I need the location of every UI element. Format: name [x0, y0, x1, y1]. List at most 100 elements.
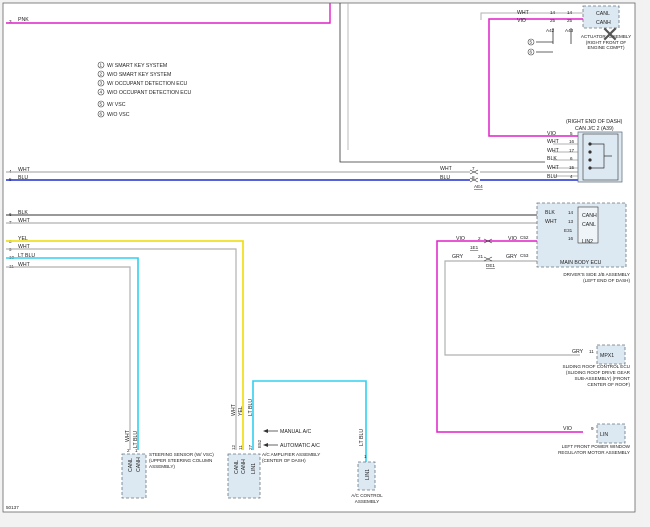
svg-text:YEL: YEL — [18, 236, 28, 242]
ac-arrow-lines — [268, 430, 278, 446]
sliding-roof-ecu: GRY 11 MPX1 SLIDING ROOF CONTROL ECU (SL… — [563, 344, 630, 387]
svg-text:2: 2 — [100, 72, 103, 77]
svg-text:C53: C53 — [520, 253, 529, 258]
svg-text:WHT: WHT — [547, 139, 560, 145]
svg-text:LIN1: LIN1 — [365, 469, 371, 480]
svg-text:WHT: WHT — [231, 403, 237, 416]
svg-text:W/ VSC: W/ VSC — [107, 102, 126, 108]
svg-text:7: 7 — [472, 166, 475, 171]
svg-text:LIN1: LIN1 — [251, 463, 257, 474]
svg-text:1: 1 — [364, 454, 367, 459]
svg-text:11: 11 — [589, 349, 594, 354]
svg-text:8: 8 — [472, 175, 475, 180]
svg-text:CANH: CANH — [596, 20, 611, 26]
ac-arrow-heads — [263, 429, 268, 447]
svg-text:6: 6 — [530, 50, 533, 55]
svg-text:VIO: VIO — [517, 18, 526, 24]
svg-text:CANH: CANH — [136, 457, 142, 472]
actuator-assembly: WHT VIO 14 25 14 25 CANL CANH A42 A43 5 … — [517, 5, 631, 56]
svg-text:CANL: CANL — [128, 458, 134, 472]
svg-text:4: 4 — [100, 90, 103, 95]
svg-text:17: 17 — [569, 148, 575, 153]
svg-text:5: 5 — [100, 102, 103, 107]
svg-text:14: 14 — [568, 210, 574, 215]
svg-text:AUTOMATIC A/C: AUTOMATIC A/C — [280, 443, 320, 449]
page-code: 50137 — [6, 505, 19, 510]
svg-text:LT BLU: LT BLU — [359, 429, 365, 446]
ac-control-assembly: LT BLU 1 LIN1 A/C CONTROL ASSEMBLY — [351, 429, 382, 504]
svg-text:LT BLU: LT BLU — [18, 253, 35, 259]
svg-text:LT BLU: LT BLU — [133, 431, 139, 448]
svg-text:GRY: GRY — [452, 254, 464, 260]
svg-text:2: 2 — [478, 236, 481, 241]
svg-text:WHT: WHT — [18, 218, 31, 224]
svg-text:WHT: WHT — [18, 244, 31, 250]
svg-text:13: 13 — [568, 219, 574, 224]
svg-text:E52: E52 — [257, 439, 262, 448]
svg-text:6: 6 — [570, 156, 573, 161]
wht-can-wire — [480, 12, 583, 20]
svg-text:3: 3 — [9, 19, 12, 24]
svg-text:21: 21 — [478, 254, 484, 259]
svg-text:BLK: BLK — [18, 210, 28, 216]
svg-text:CANH: CANH — [241, 459, 247, 474]
svg-text:CAN J/C 2 (A39): CAN J/C 2 (A39) — [575, 126, 614, 132]
svg-text:BLK: BLK — [545, 210, 555, 216]
svg-text:WHT: WHT — [545, 219, 558, 225]
actuator-note-leads — [536, 41, 553, 53]
yel-wire-8 — [6, 240, 244, 450]
svg-text:1: 1 — [100, 63, 103, 68]
svg-text:5: 5 — [570, 131, 573, 136]
svg-text:MPX1: MPX1 — [600, 353, 614, 359]
svg-text:VIO: VIO — [547, 131, 556, 137]
gry-mpx-wire — [444, 260, 580, 356]
svg-text:BLU: BLU — [440, 175, 450, 181]
svg-text:16: 16 — [568, 236, 574, 241]
svg-text:LIN2: LIN2 — [582, 239, 593, 245]
pnk-wire — [6, 3, 331, 24]
actuator-leads — [552, 28, 572, 44]
svg-text:A42: A42 — [546, 28, 555, 33]
ac-amplifier: WHT YEL LT BLU 12 11 27 E52 CANL CANH LI… — [227, 399, 320, 499]
svg-text:GRY: GRY — [572, 349, 584, 355]
svg-text:WHT: WHT — [18, 167, 31, 173]
svg-text:VIO: VIO — [508, 236, 517, 242]
svg-text:CANL: CANL — [582, 222, 596, 228]
svg-text:27: 27 — [248, 444, 253, 450]
can-jc2: (RIGHT END OF DASH) CAN J/C 2 (A39) VIO … — [547, 119, 623, 183]
svg-text:25: 25 — [550, 18, 556, 23]
svg-text:DE1: DE1 — [486, 263, 495, 268]
svg-text:CANL: CANL — [234, 460, 240, 474]
svg-text:2: 2 — [127, 448, 130, 453]
svg-text:BLK: BLK — [547, 156, 557, 162]
svg-text:VIO: VIO — [456, 236, 465, 242]
svg-text:W/O OCCUPANT DETECTION ECU: W/O OCCUPANT DETECTION ECU — [107, 90, 192, 96]
svg-text:C52: C52 — [520, 235, 529, 240]
svg-text:WHT: WHT — [547, 165, 560, 171]
svg-text:WHT: WHT — [125, 429, 131, 442]
window-regulator-motor: VIO 9 LIN LEFT FRONT POWER WINDOW REGULA… — [558, 423, 630, 455]
pink-can-wire — [488, 18, 583, 137]
svg-text:WHT: WHT — [517, 10, 530, 16]
svg-text:LIN: LIN — [600, 432, 608, 438]
svg-text:5: 5 — [530, 40, 533, 45]
svg-text:AE4: AE4 — [474, 184, 483, 189]
svg-text:LT BLU: LT BLU — [248, 399, 254, 416]
svg-text:12: 12 — [231, 444, 236, 450]
ac-lin-wire — [252, 380, 367, 462]
svg-text:14: 14 — [567, 10, 573, 15]
main-body-ecu: BLK 14 CANH WHT 13 CANL E31 16 LIN2 MAIN… — [452, 202, 630, 283]
svg-text:3: 3 — [100, 81, 103, 86]
upper-frame-wire — [339, 3, 545, 163]
svg-text:VIO: VIO — [563, 426, 572, 432]
wht-wire-9 — [6, 248, 237, 450]
wht-wire-11 — [6, 266, 131, 450]
steering-sensor: WHT LT BLU 2 1 CANL CANH STEERING SENSOR… — [121, 429, 214, 499]
close-button[interactable]: ✕ — [598, 24, 622, 48]
svg-text:BLU: BLU — [547, 174, 557, 180]
svg-text:15: 15 — [569, 165, 575, 170]
svg-text:CANL: CANL — [596, 11, 610, 17]
ltblu-wire-10 — [6, 257, 139, 450]
svg-text:MAIN BODY ECU: MAIN BODY ECU — [560, 260, 602, 266]
svg-text:11: 11 — [238, 445, 243, 450]
